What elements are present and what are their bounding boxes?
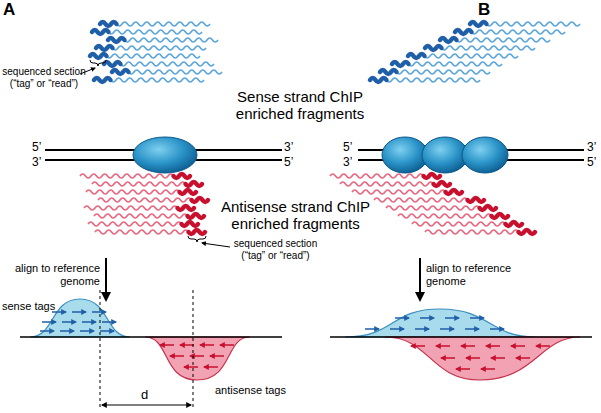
genome-axis — [20, 336, 282, 338]
strand-heading: Antisense strand ChIP enriched fragments — [218, 198, 373, 233]
peak-label: antisense tags — [215, 384, 286, 397]
tag-brace — [188, 236, 206, 242]
callout-text: sequenced section (“tag” or “read”) — [228, 238, 323, 261]
dna-duplex — [45, 137, 282, 173]
peak-label: sense tags — [2, 300, 55, 313]
strand-heading: Sense strand ChIP enriched fragments — [233, 88, 367, 123]
step-label: align to reference genome — [8, 262, 100, 287]
sense-fragments — [90, 22, 222, 82]
strand-end-label: 3’ — [32, 156, 41, 170]
dna-duplex — [358, 137, 584, 173]
tag-brace — [90, 60, 106, 66]
distance-label: d — [141, 388, 148, 403]
antisense-tag-arrows — [160, 345, 234, 367]
callout-text: sequenced section (“tag” or “read”) — [0, 66, 88, 89]
align-arrow — [105, 258, 107, 300]
panel-letter: A — [3, 0, 15, 20]
leader-arrow — [202, 243, 230, 247]
peak-marker-line — [100, 290, 101, 408]
genome-axis — [330, 336, 592, 338]
panel-letter: B — [478, 0, 490, 20]
sense-tag-arrows — [365, 318, 504, 329]
antisense-tag-arrows — [411, 346, 550, 369]
strand-end-label: 5’ — [32, 141, 41, 155]
strand-end-label: 3’ — [587, 141, 596, 155]
peak-marker-line — [193, 290, 194, 408]
align-arrow — [419, 258, 421, 300]
sense-tag-peak — [345, 309, 535, 337]
strand-end-label: 5’ — [587, 156, 596, 170]
strand-end-label: 3’ — [343, 156, 352, 170]
antisense-tag-peak — [385, 337, 580, 380]
distance-arrow — [102, 404, 191, 405]
sense-tag-arrows — [40, 312, 116, 331]
strand-end-label: 5’ — [284, 156, 293, 170]
strand-end-label: 5’ — [343, 141, 352, 155]
strand-end-label: 3’ — [284, 141, 293, 155]
step-label: align to reference genome — [426, 262, 518, 287]
antisense-fragments — [80, 174, 208, 234]
antisense-tag-peak — [145, 337, 250, 380]
sense-fragments — [370, 22, 580, 82]
